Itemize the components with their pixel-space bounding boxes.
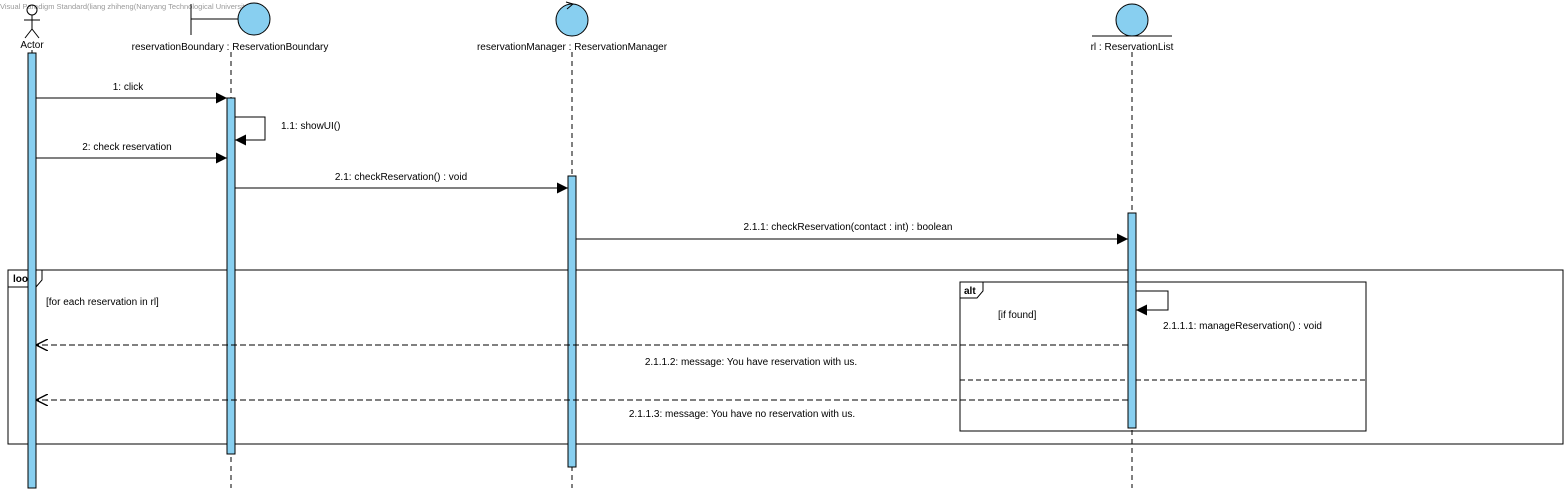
message-1: 1: click — [36, 82, 227, 104]
lifeline-lines — [31, 50, 1133, 488]
message-2-1-1: 2.1.1: checkReservation(contact : int) :… — [576, 222, 1128, 245]
lifeline-label-entity: rl : ReservationList — [1091, 42, 1174, 53]
message-1-1: 1.1: showUI() — [235, 116, 340, 146]
alt-fragment: alt [if found] — [959, 281, 1367, 432]
self-message-arrow — [1136, 290, 1169, 316]
control-icon — [555, 1, 589, 37]
message-label: 2.1: checkReservation() : void — [335, 172, 467, 183]
watermark-text: Visual Paradigm Standard(liang zhiheng(N… — [0, 2, 254, 11]
lifeline-label-boundary: reservationBoundary : ReservationBoundar… — [132, 42, 329, 53]
message-2-1-1-3: 2.1.1.3: message: You have no reservatio… — [36, 400, 1128, 420]
actor-icon — [24, 4, 40, 39]
loop-guard-label: [for each reservation in rl] — [46, 297, 159, 308]
message-2-1-1-2: 2.1.1.2: message: You have reservation w… — [36, 345, 1128, 368]
loop-operator-label: loop — [13, 274, 34, 285]
message-2-1-1-1: 2.1.1.1: manageReservation() : void — [1136, 290, 1322, 332]
message-2: 2: check reservation — [36, 142, 227, 164]
activation-bar-actor — [27, 52, 37, 489]
activation-bars — [27, 52, 1137, 489]
lifeline-label-control: reservationManager : ReservationManager — [477, 42, 668, 53]
message-label: 1.1: showUI() — [281, 121, 340, 132]
message-label: 2.1.1: checkReservation(contact : int) :… — [743, 222, 952, 233]
message-label: 2.1.1.3: message: You have no reservatio… — [629, 409, 855, 420]
entity-icon — [1092, 3, 1172, 37]
message-label: 2: check reservation — [82, 142, 172, 153]
lifeline-label-actor: Actor — [20, 40, 44, 51]
activation-bar-control — [567, 175, 577, 468]
alt-guard-label: [if found] — [998, 310, 1037, 321]
message-2-1: 2.1: checkReservation() : void — [235, 172, 568, 194]
loop-fragment: loop [for each reservation in rl] — [7, 269, 1564, 445]
message-label: 1: click — [113, 82, 145, 93]
activation-bar-entity — [1127, 212, 1137, 429]
boundary-icon — [190, 2, 271, 36]
message-label: 2.1.1.2: message: You have reservation w… — [645, 357, 857, 368]
self-message-arrow — [235, 116, 266, 146]
message-label: 2.1.1.1: manageReservation() : void — [1163, 321, 1322, 332]
activation-bar-boundary — [226, 97, 236, 455]
alt-operator-label: alt — [964, 286, 976, 297]
